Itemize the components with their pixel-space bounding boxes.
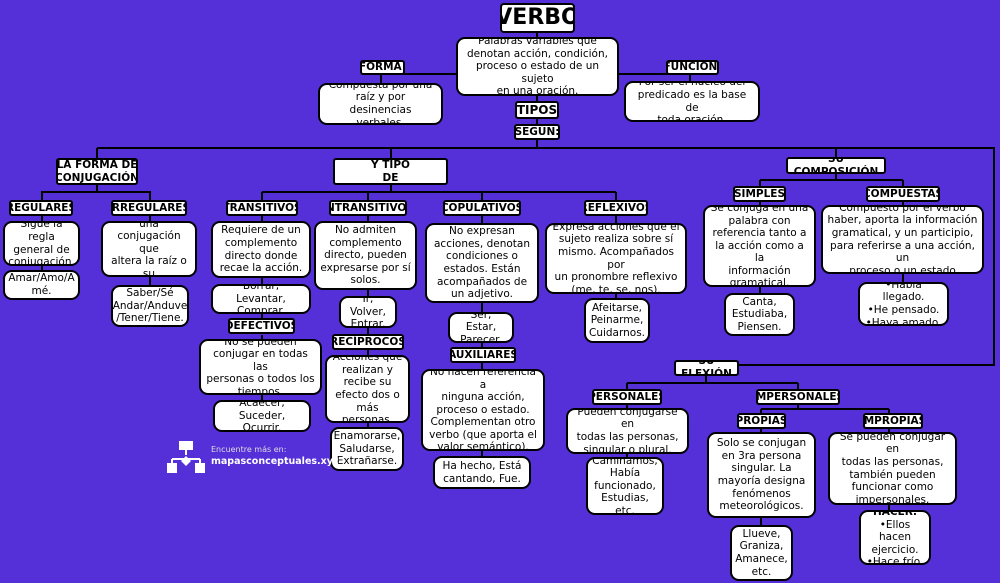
funcion-node: Por ser el núcleo del predicado es la ba… <box>624 81 760 122</box>
compuestas-definition: Compuesto por el verbo haber, aporta la … <box>821 205 984 274</box>
transitivos-label: TRANSITIVOS <box>226 200 298 216</box>
brand-prefix: Encuentre más en: <box>211 445 287 454</box>
impropias-example: HACER: •Ellos hacen ejercicio. •Hace frí… <box>859 510 931 565</box>
irregulares-example: Saber/Sé Andar/Anduve /Tener/Tiene. <box>111 285 189 327</box>
impersonales-label: IMPERSONALES <box>756 389 840 405</box>
brand-site[interactable]: mapasconceptuales.xyz <box>211 456 339 467</box>
impropias-label: IMPROPIAS <box>863 413 923 429</box>
compuestas-label: COMPUESTAS <box>866 186 940 202</box>
irregulares-definition: Requiere de una conjugación que altera l… <box>101 221 197 277</box>
regulares-definition: Sigue la regla general de conjugación. <box>3 221 80 266</box>
reciprocos-definition: Acciones que realizan y recibe su efecto… <box>325 355 410 423</box>
composicion-label: SU COMPOSICIÓN <box>786 157 886 174</box>
flexion-label: SU FLEXIÓN <box>674 360 739 376</box>
irregulares-label: IRREGULARES <box>111 200 187 216</box>
simples-example: Canta, Estudiaba, Piensen. <box>724 293 795 336</box>
reflexivos-example: Afeitarse, Peinarme, Cuidarnos. <box>584 298 650 343</box>
transitivos-example: Borrar, Levantar, Comprar. <box>211 284 311 314</box>
definition-node: Palabras variables que denotan acción, c… <box>456 37 619 96</box>
personales-label: PERSONALES <box>592 389 662 405</box>
compuestas-example: •Había llegado. •He pensado. •Haya amado… <box>858 282 949 326</box>
hacer-examples: •Ellos hacen ejercicio. •Hace frío. <box>866 518 924 565</box>
regulares-label: REGULARES <box>9 200 73 216</box>
segun-label: SEGÚN: <box>514 124 560 140</box>
forma-label: FORMA: <box>360 60 405 75</box>
reflexivos-label: REFLEXIVOS <box>584 200 648 216</box>
diagram-logo-icon <box>167 441 205 473</box>
funcion-label: FUNCIÓN: <box>666 60 719 75</box>
simples-definition: Se conjuga en una palabra con referencia… <box>703 205 816 287</box>
impropias-definition: Se pueden conjugar en todas las personas… <box>828 432 957 505</box>
intransitivos-definition: No admiten complemento directo, pueden e… <box>314 221 417 290</box>
forma-node: Compuesta por una raíz y por desinencias… <box>318 83 443 125</box>
brand-watermark: Encuentre más en: mapasconceptuales.xyz <box>166 439 339 475</box>
simples-label: SIMPLES <box>733 186 786 202</box>
reciprocos-example: Enamorarse, Saludarse, Extrañarse. <box>330 427 404 471</box>
defectivos-label: DEFECTIVOS <box>228 318 295 334</box>
copulativos-label: COPULATIVOS <box>443 200 521 216</box>
reflexivos-definition: Expresa acciones que el sujeto realiza s… <box>545 223 687 294</box>
conjugacion-label: LA FORMA DE CONJUGACIÓN <box>56 158 138 185</box>
intransitivos-label: INTRANSITIVOS <box>329 200 407 216</box>
reciprocos-label: RECÍPROCOS <box>332 334 404 350</box>
defectivos-example: Acaecer, Suceder, Ocurrir. <box>213 400 311 432</box>
propias-definition: Solo se conjugan en 3ra persona singular… <box>707 432 816 518</box>
auxiliares-label: AUXILIARES <box>450 347 516 363</box>
regulares-example: Amar/Amo/A mé. <box>3 270 80 300</box>
copulativos-example: Ser, Estar, Parecer. <box>448 312 514 343</box>
title-verbo: VERBO <box>500 3 575 33</box>
significado-label: EL SIGNIFICADO Y TIPO DE COMPLEMENTO <box>333 158 448 185</box>
defectivos-definition: No se pueden conjugar en todas las perso… <box>199 339 322 395</box>
transitivos-definition: Requiere de un complemento directo donde… <box>211 221 311 278</box>
propias-example: Llueve, Graniza, Amanece, etc. <box>730 525 793 581</box>
propias-label: PROPIAS <box>737 413 786 429</box>
personales-definition: Pueden conjugarse en todas las personas,… <box>566 408 689 454</box>
auxiliares-example: Ha hecho, Está cantando, Fue. <box>433 456 531 489</box>
hacer-heading: HACER: <box>872 510 918 519</box>
auxiliares-definition: No hacen referencia a ninguna acción, pr… <box>421 369 545 451</box>
copulativos-definition: No expresan acciones, denotan condicione… <box>425 223 539 303</box>
tipos-label: TIPOS <box>515 101 559 119</box>
personales-example: Caminamos, Había funcionado, Estudias, e… <box>586 457 664 515</box>
intransitivos-example: Ir, Volver, Entrar. <box>339 296 397 328</box>
